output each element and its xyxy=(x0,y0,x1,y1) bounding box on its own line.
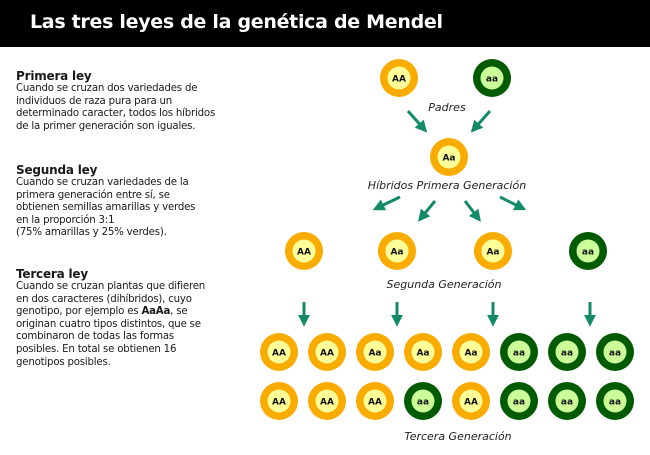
seed-inner xyxy=(363,340,387,364)
yellow-seed-AA: AA xyxy=(308,382,346,420)
seed-inner xyxy=(603,340,627,364)
label-first-generation: Híbridos Primera Generación xyxy=(368,179,526,192)
genotype-label: AA xyxy=(320,349,334,359)
yellow-seed-Aa: Aa xyxy=(474,232,512,270)
seed-inner xyxy=(411,340,435,364)
genotype-label: aa xyxy=(561,398,573,408)
seed-inner xyxy=(555,389,579,413)
seed-inner xyxy=(459,389,483,413)
law-text-part: Cuando se cruzan plantas que difieren en… xyxy=(16,281,206,318)
green-seed-aa: aa xyxy=(404,382,442,420)
seed-inner xyxy=(315,340,339,364)
arrows xyxy=(298,110,596,327)
seed-inner xyxy=(267,389,291,413)
genotype-label: aa xyxy=(582,248,594,258)
green-seed-aa: aa xyxy=(473,59,511,97)
genotype-label: aa xyxy=(417,398,429,408)
genotype-label: aa xyxy=(561,349,573,359)
seed-inner xyxy=(363,389,387,413)
seed-inner xyxy=(411,389,435,413)
yellow-seed-AA: AA xyxy=(452,382,490,420)
law-heading: Primera ley xyxy=(16,69,92,83)
law-heading: Segunda ley xyxy=(16,163,98,177)
law-text-part: , se originan cuatro tipos distintos, qu… xyxy=(16,306,201,368)
seed-inner xyxy=(385,239,409,263)
green-seed-aa: aa xyxy=(569,232,607,270)
law-segunda: Segunda ley Cuando se cruzan variedades … xyxy=(16,163,266,240)
seed-inner xyxy=(555,340,579,364)
genotype-label: AA xyxy=(464,398,478,408)
arrow-icon xyxy=(470,110,492,133)
genotype-label: aa xyxy=(486,75,498,85)
arrow-icon xyxy=(417,200,437,222)
page-title: Las tres leyes de la genética de Mendel xyxy=(30,11,443,33)
genotype-label: Aa xyxy=(416,349,429,359)
genotype-label: AA xyxy=(272,398,286,408)
law-text: Cuando se cruzan variedades de la primer… xyxy=(16,177,196,239)
genotype-label: Aa xyxy=(390,248,403,258)
seed-inner xyxy=(437,145,461,169)
green-seed-aa: aa xyxy=(500,382,538,420)
genotype-label: AA xyxy=(392,75,406,85)
genotype-label: aa xyxy=(513,349,525,359)
law-heading: Tercera ley xyxy=(16,267,88,281)
seed-inner xyxy=(481,239,505,263)
yellow-seed-Aa: Aa xyxy=(452,333,490,371)
green-seed-aa: aa xyxy=(500,333,538,371)
genotype-label: AA xyxy=(368,398,382,408)
arrow-icon xyxy=(499,195,527,211)
yellow-seed-Aa: Aa xyxy=(356,333,394,371)
yellow-seed-AA: AA xyxy=(260,382,298,420)
yellow-seed-AA: AA xyxy=(285,232,323,270)
seed-inner xyxy=(387,66,411,90)
yellow-seed-AA: AA xyxy=(380,59,418,97)
yellow-seed-Aa: Aa xyxy=(430,138,468,176)
law-text: Cuando se cruzan dos variedades de indiv… xyxy=(16,83,216,132)
seed-inner xyxy=(507,389,531,413)
genotype-label: aa xyxy=(609,398,621,408)
green-seed-aa: aa xyxy=(596,382,634,420)
yellow-seed-AA: AA xyxy=(356,382,394,420)
label-parents: Padres xyxy=(428,101,466,114)
yellow-seed-Aa: Aa xyxy=(378,232,416,270)
seed-inner xyxy=(292,239,316,263)
arrow-icon xyxy=(406,110,428,133)
genotype-label: Aa xyxy=(442,154,455,164)
genotype-label: Aa xyxy=(486,248,499,258)
green-seed-aa: aa xyxy=(548,333,586,371)
seed-inner xyxy=(459,340,483,364)
seed-inner xyxy=(507,340,531,364)
law-text-bold: AaAa xyxy=(141,306,171,318)
law-primera: Primera ley Cuando se cruzan dos varieda… xyxy=(16,69,266,133)
genotype-label: AA xyxy=(320,398,334,408)
law-tercera: Tercera ley Cuando se cruzan plantas que… xyxy=(16,267,266,369)
seed-inner xyxy=(267,340,291,364)
genotype-label: aa xyxy=(609,349,621,359)
genotype-label: AA xyxy=(297,248,311,258)
header-bar: Las tres leyes de la genética de Mendel xyxy=(0,0,650,47)
label-third-generation: Tercera Generación xyxy=(404,430,511,443)
seed-inner xyxy=(480,66,504,90)
genotype-label: Aa xyxy=(464,349,477,359)
arrow-icon xyxy=(463,200,481,222)
genotype-label: Aa xyxy=(368,349,381,359)
yellow-seed-Aa: Aa xyxy=(404,333,442,371)
arrow-icon xyxy=(372,195,401,211)
genotype-label: aa xyxy=(513,398,525,408)
seed-inner xyxy=(576,239,600,263)
seed-inner xyxy=(603,389,627,413)
green-seed-aa: aa xyxy=(548,382,586,420)
yellow-seed-AA: AA xyxy=(260,333,298,371)
label-second-generation: Segunda Generación xyxy=(387,278,502,291)
law-text: Cuando se cruzan plantas que difieren en… xyxy=(16,281,266,369)
green-seed-aa: aa xyxy=(596,333,634,371)
seed-inner xyxy=(315,389,339,413)
genotype-label: AA xyxy=(272,349,286,359)
yellow-seed-AA: AA xyxy=(308,333,346,371)
